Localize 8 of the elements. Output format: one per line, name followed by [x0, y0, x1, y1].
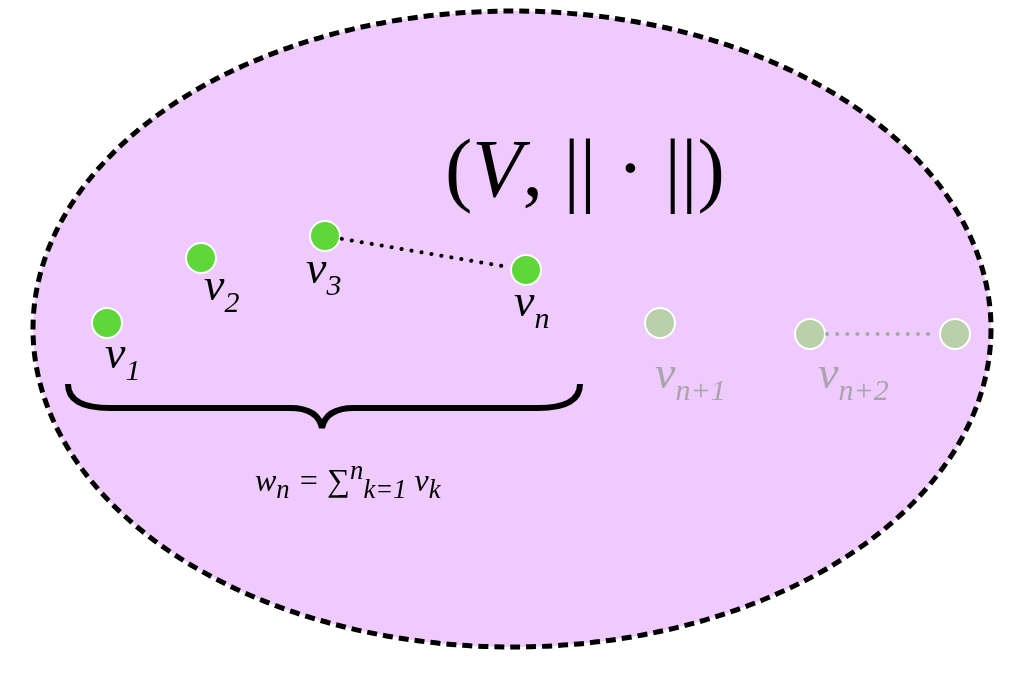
vector-label: v$_{n+1}$ [655, 350, 726, 405]
vector-label: v$_{n+2}$ [818, 350, 889, 405]
vector-label: v$_{2}$ [204, 262, 240, 317]
vector-label: v$_{1}$ [105, 330, 141, 385]
vector-label: v$_{3}$ [306, 245, 342, 300]
space-ellipse [30, 8, 994, 650]
sum-formula: w$_{n}$ = ∑$^{n}$$_{k=1}$ v$_{k}$ [255, 455, 441, 506]
vector-label: v$_{n}$ [514, 278, 550, 333]
